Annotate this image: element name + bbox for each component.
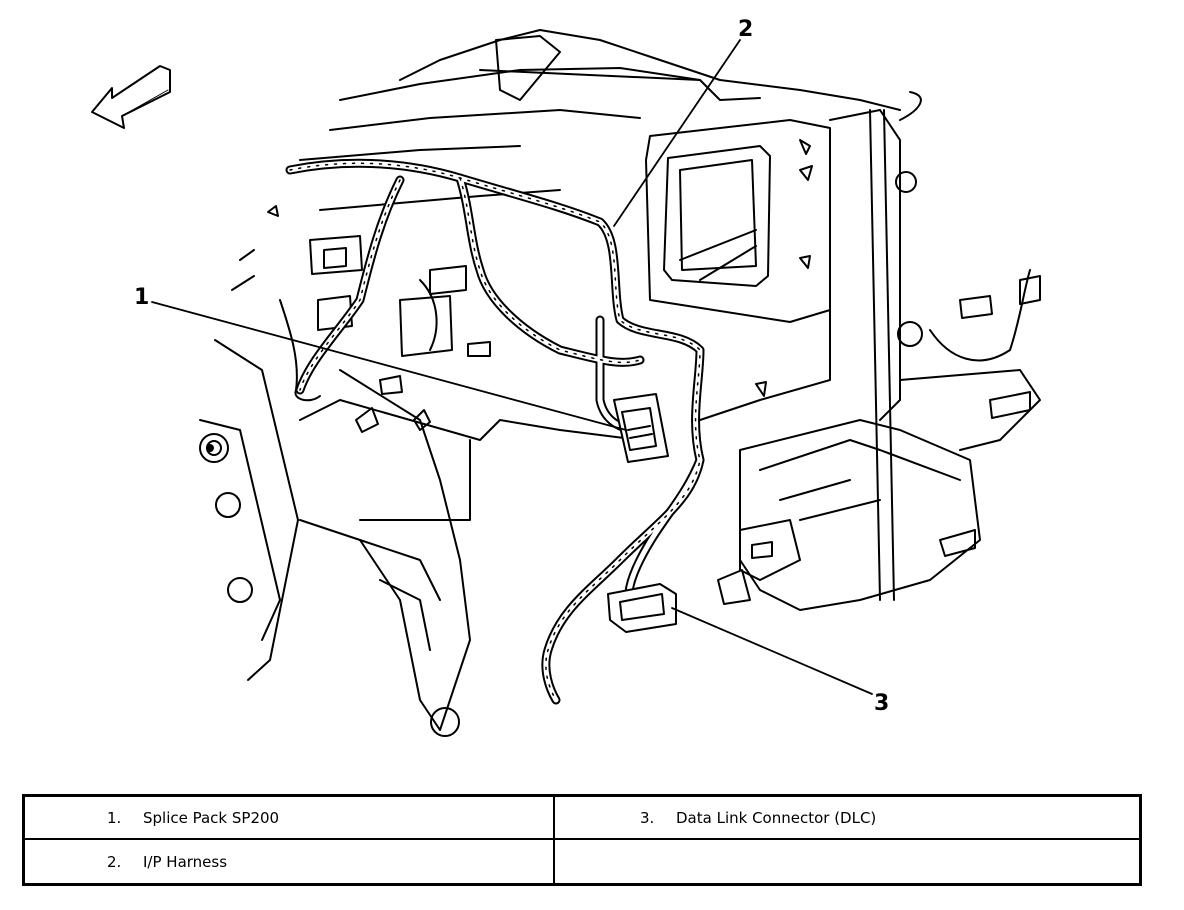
callout-3: 3 bbox=[874, 691, 889, 716]
legend-number: 3. bbox=[640, 809, 655, 827]
legend-row-1: 1. Splice Pack SP200 bbox=[25, 797, 554, 839]
legend-row-2: 2. I/P Harness bbox=[25, 839, 554, 883]
legend-label: Data Link Connector (DLC) bbox=[676, 809, 877, 827]
data-link-connector bbox=[607, 583, 677, 633]
wiring-diagram: 1 2 3 bbox=[91, 17, 1041, 737]
legend-label: I/P Harness bbox=[143, 853, 228, 871]
legend-row-empty bbox=[554, 839, 1139, 883]
legend-grid bbox=[25, 797, 1139, 883]
legend-row-3: 3. Data Link Connector (DLC) bbox=[554, 797, 1139, 839]
hvac-housing bbox=[199, 29, 1041, 737]
callout-1: 1 bbox=[134, 285, 149, 310]
callout-2: 2 bbox=[738, 17, 753, 42]
legend-table: 1. Splice Pack SP200 3. Data Link Connec… bbox=[22, 794, 1142, 886]
forward-arrow-icon bbox=[91, 65, 171, 129]
legend-label: Splice Pack SP200 bbox=[143, 809, 280, 827]
leader-lines bbox=[151, 39, 873, 695]
legend-number: 2. bbox=[107, 853, 122, 871]
legend-number: 1. bbox=[107, 809, 122, 827]
splice-pack-sp200 bbox=[613, 393, 669, 463]
